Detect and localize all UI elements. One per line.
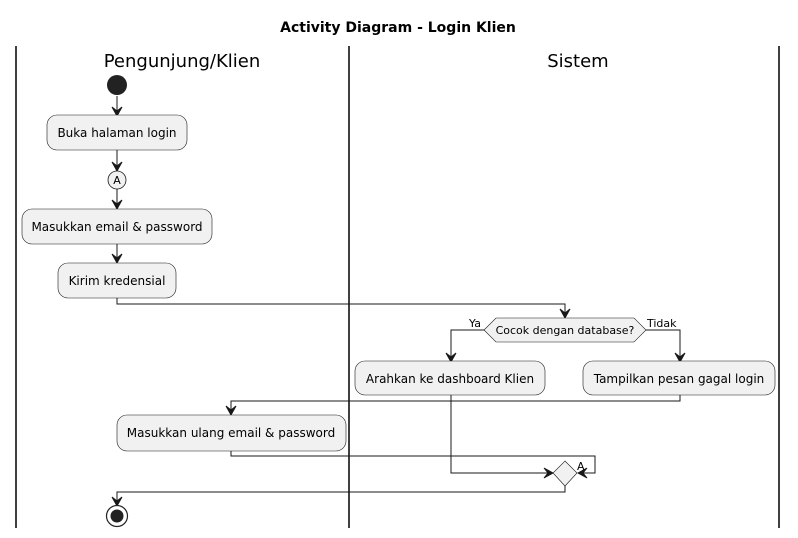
edge-decision-no bbox=[646, 329, 681, 359]
decision-check-database bbox=[483, 317, 647, 343]
lane-title-client: Pengunjung/Klien bbox=[104, 51, 261, 72]
arrowhead bbox=[559, 308, 571, 320]
action-open-login-label: Buka halaman login bbox=[57, 126, 176, 140]
arrowhead bbox=[576, 467, 588, 479]
action-enter-credentials bbox=[21, 208, 213, 245]
arrowhead bbox=[445, 352, 457, 364]
edge-merge-to-end bbox=[116, 486, 566, 503]
edge-send-to-decision bbox=[116, 298, 566, 315]
edge-label-yes: Ya bbox=[468, 317, 481, 330]
action-send-credentials-label: Kirim kredensial bbox=[69, 274, 166, 288]
edge-label-no: Tidak bbox=[646, 317, 677, 330]
edge-decision-yes bbox=[450, 329, 484, 359]
edge-error-to-reenter bbox=[230, 395, 681, 412]
goto-a-label: A bbox=[577, 460, 585, 473]
connector-a-label: A bbox=[113, 174, 121, 187]
arrowhead bbox=[111, 253, 123, 265]
arrowhead bbox=[674, 352, 686, 364]
action-open-login bbox=[46, 114, 188, 151]
end-node-inner bbox=[110, 509, 124, 523]
diagram-title: Activity Diagram - Login Klien bbox=[280, 20, 516, 36]
action-reenter-credentials-label: Masukkan ulang email & password bbox=[127, 426, 335, 440]
action-enter-credentials-label: Masukkan email & password bbox=[31, 220, 202, 234]
arrowhead bbox=[111, 161, 123, 173]
action-redirect-dashboard bbox=[354, 360, 546, 396]
edge-reenter-to-goto-a bbox=[230, 451, 596, 474]
action-redirect-dashboard-label: Arahkan ke dashboard Klien bbox=[366, 372, 534, 386]
connector-a bbox=[107, 170, 127, 190]
start-node bbox=[107, 75, 127, 95]
merge-node bbox=[552, 460, 578, 487]
arrowhead bbox=[543, 467, 555, 479]
arrowhead bbox=[111, 496, 123, 508]
arrowhead bbox=[111, 106, 123, 118]
lane-title-system: Sistem bbox=[547, 51, 608, 72]
action-reenter-credentials bbox=[116, 414, 347, 452]
action-send-credentials bbox=[57, 262, 177, 299]
action-show-error-label: Tampilkan pesan gagal login bbox=[593, 372, 765, 386]
arrowhead bbox=[225, 405, 237, 417]
arrowhead bbox=[111, 199, 123, 211]
edge-redirect-to-merge bbox=[450, 395, 550, 474]
decision-check-database-label: Cocok dengan database? bbox=[496, 324, 635, 337]
action-show-error bbox=[582, 360, 776, 396]
